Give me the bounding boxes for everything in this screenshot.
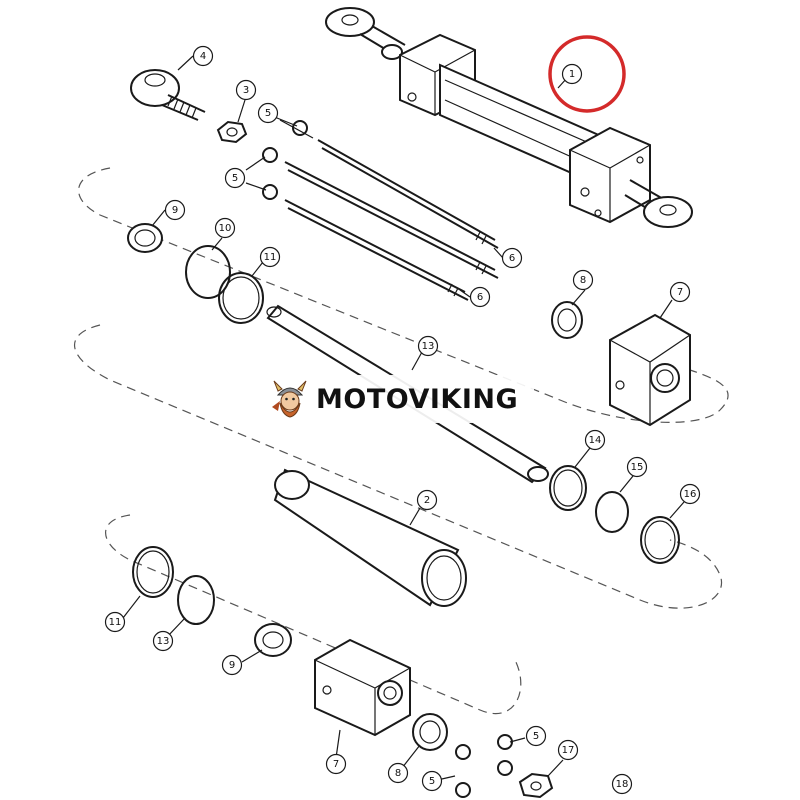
callout-circle — [192, 45, 214, 67]
callout-c2: 2 — [416, 489, 438, 511]
callout-number: 4 — [200, 51, 206, 62]
callout-c9b: 9 — [221, 654, 243, 676]
callout-number: 11 — [109, 617, 122, 628]
callout-circle — [164, 199, 186, 221]
callout-circle — [525, 725, 547, 747]
callout-circle — [421, 770, 443, 792]
part-head-block-lower — [314, 638, 411, 737]
callout-number: 17 — [562, 745, 575, 756]
part-head-block-upper — [609, 313, 691, 427]
callout-c18: 18 — [611, 773, 633, 795]
part-rings — [127, 223, 680, 751]
callout-c1: 1 — [561, 63, 583, 85]
watermark-banner: MOTOVIKING — [262, 375, 534, 423]
callout-circle — [387, 762, 409, 784]
callout-circle — [669, 281, 691, 303]
callout-c6b: 6 — [469, 286, 491, 308]
part-small-nuts-lower — [455, 734, 554, 799]
callout-number: 1 — [569, 69, 575, 80]
callout-c10: 10 — [214, 217, 236, 239]
part-tie-rods — [262, 120, 499, 301]
callout-circle — [626, 456, 648, 478]
callout-c9a: 9 — [164, 199, 186, 221]
callout-c5d: 5 — [421, 770, 443, 792]
callout-c6a: 6 — [501, 247, 523, 269]
callout-number: 14 — [589, 435, 602, 446]
callout-circle — [469, 286, 491, 308]
watermark-brand-text: MOTOVIKING — [316, 383, 519, 415]
callout-circle — [501, 247, 523, 269]
callout-c5a: 5 — [257, 102, 279, 124]
dashed-group-outline-lower — [105, 514, 522, 715]
callout-c5c: 5 — [525, 725, 547, 747]
callout-c11a: 11 — [259, 246, 281, 268]
callout-circle — [679, 483, 701, 505]
callout-number: 6 — [477, 292, 483, 303]
highlight-ring — [548, 35, 626, 113]
callout-c13b: 13 — [152, 630, 174, 652]
callout-circle — [259, 246, 281, 268]
callout-number: 5 — [232, 173, 238, 184]
callout-number: 5 — [265, 108, 271, 119]
callout-circle — [325, 753, 347, 775]
callout-number: 10 — [219, 223, 232, 234]
part-barrel-tube — [273, 468, 467, 607]
callout-circle — [104, 611, 126, 633]
part-nut — [216, 120, 248, 144]
dashed-group-outline-rod — [73, 324, 723, 609]
callout-circle — [417, 335, 439, 357]
callout-number: 7 — [677, 287, 683, 298]
callout-circle — [611, 773, 633, 795]
callout-number: 5 — [533, 731, 539, 742]
callout-number: 9 — [172, 205, 178, 216]
callout-circle — [416, 489, 438, 511]
callout-number: 3 — [243, 85, 249, 96]
callout-c3: 3 — [235, 79, 257, 101]
callout-c15: 15 — [626, 456, 648, 478]
callout-c4: 4 — [192, 45, 214, 67]
callout-c7b: 7 — [325, 753, 347, 775]
callout-c17: 17 — [557, 739, 579, 761]
callout-circle — [557, 739, 579, 761]
part-rod-eye — [130, 69, 206, 121]
callout-circle — [152, 630, 174, 652]
callout-number: 8 — [395, 768, 401, 779]
callout-circle — [235, 79, 257, 101]
callout-number: 16 — [684, 489, 697, 500]
callout-circle — [221, 654, 243, 676]
callout-c8b: 8 — [387, 762, 409, 784]
callout-circle — [257, 102, 279, 124]
callout-circle — [572, 269, 594, 291]
callout-c13a: 13 — [417, 335, 439, 357]
callout-circle — [561, 63, 583, 85]
callout-circle — [214, 217, 236, 239]
cylinder-assembly — [325, 7, 693, 228]
callout-c14: 14 — [584, 429, 606, 451]
callout-number: 13 — [157, 636, 170, 647]
callout-circle — [584, 429, 606, 451]
callout-c7a: 7 — [669, 281, 691, 303]
callout-circle — [224, 167, 246, 189]
viking-mascot-icon — [272, 380, 307, 418]
callout-c16: 16 — [679, 483, 701, 505]
callout-number: 15 — [631, 462, 644, 473]
callout-c8a: 8 — [572, 269, 594, 291]
callout-number: 5 — [429, 776, 435, 787]
callout-number: 18 — [616, 779, 629, 790]
callout-number: 8 — [580, 275, 586, 286]
callout-c5b: 5 — [224, 167, 246, 189]
callout-number: 2 — [424, 495, 430, 506]
callout-number: 13 — [422, 341, 435, 352]
callout-number: 6 — [509, 253, 515, 264]
callout-number: 7 — [333, 759, 339, 770]
callout-c11b: 11 — [104, 611, 126, 633]
callout-number: 9 — [229, 660, 235, 671]
callout-number: 11 — [264, 252, 277, 263]
